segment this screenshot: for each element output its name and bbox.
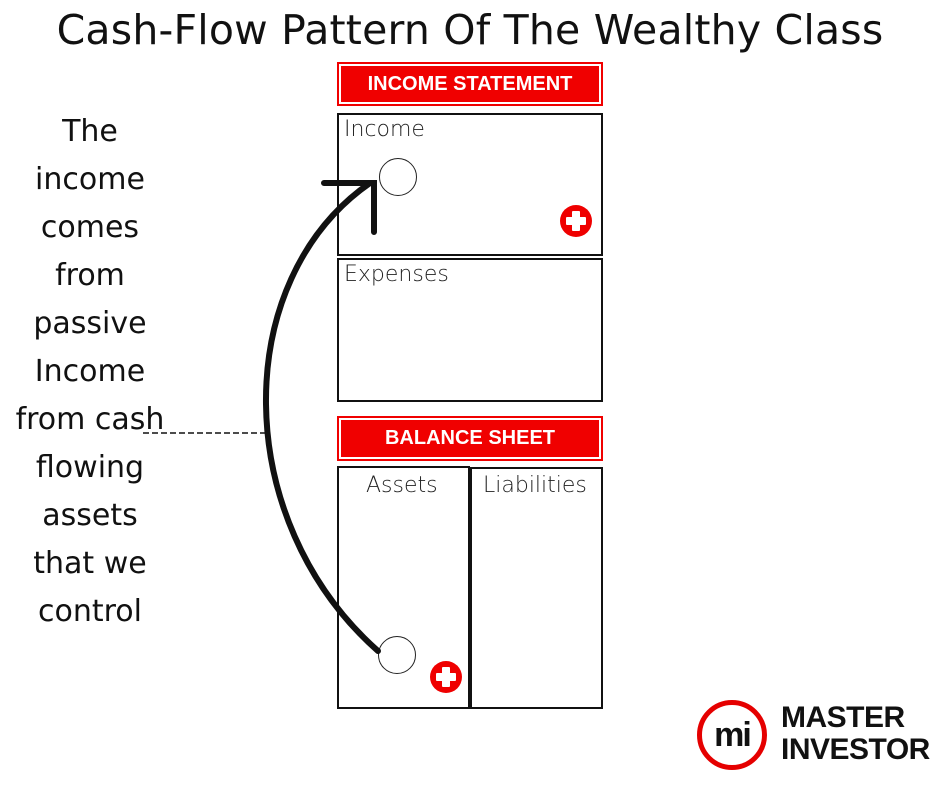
assets-box: Assets: [337, 466, 470, 709]
asset-circle-icon: [378, 636, 416, 674]
side-text-line: assets: [42, 498, 138, 533]
expenses-label: Expenses: [344, 262, 449, 287]
income-statement-banner: INCOME STATEMENT: [337, 62, 603, 106]
side-text-line: control: [38, 594, 142, 629]
side-text-line: Income: [34, 354, 146, 389]
side-text-line: passive: [33, 306, 147, 341]
income-label: Income: [344, 117, 425, 142]
side-text-line: from cash: [15, 402, 165, 437]
side-text-line: from: [55, 258, 125, 293]
side-text-line: that we: [33, 546, 147, 581]
side-text-line: The: [62, 114, 118, 149]
logo-monogram: mi: [714, 715, 752, 754]
side-text-line: comes: [40, 210, 140, 245]
expenses-box: Expenses: [337, 258, 603, 402]
liabilities-box: Liabilities: [470, 467, 603, 709]
logo-wordmark: MASTER INVESTOR: [781, 702, 930, 766]
plus-icon: [560, 205, 592, 237]
logo-line2: INVESTOR: [781, 733, 930, 766]
liabilities-label: Liabilities: [483, 473, 587, 498]
page-title: Cash-Flow Pattern Of The Wealthy Class: [56, 6, 884, 54]
side-explanation: The income comes from passive Income fro…: [0, 108, 180, 636]
assets-label: Assets: [366, 473, 438, 498]
logo-monogram-icon: mi: [697, 700, 767, 770]
plus-icon: [430, 661, 462, 693]
master-investor-logo: mi MASTER INVESTOR: [697, 700, 937, 776]
side-text-line: income: [35, 162, 145, 197]
logo-line1: MASTER: [781, 701, 905, 734]
balance-sheet-banner-label: BALANCE SHEET: [384, 427, 555, 449]
side-text-line: flowing: [35, 450, 145, 485]
income-statement-banner-label: INCOME STATEMENT: [367, 72, 573, 95]
income-box: Income: [337, 113, 603, 256]
income-circle-icon: [379, 158, 417, 196]
balance-sheet-banner: BALANCE SHEET: [337, 416, 603, 461]
